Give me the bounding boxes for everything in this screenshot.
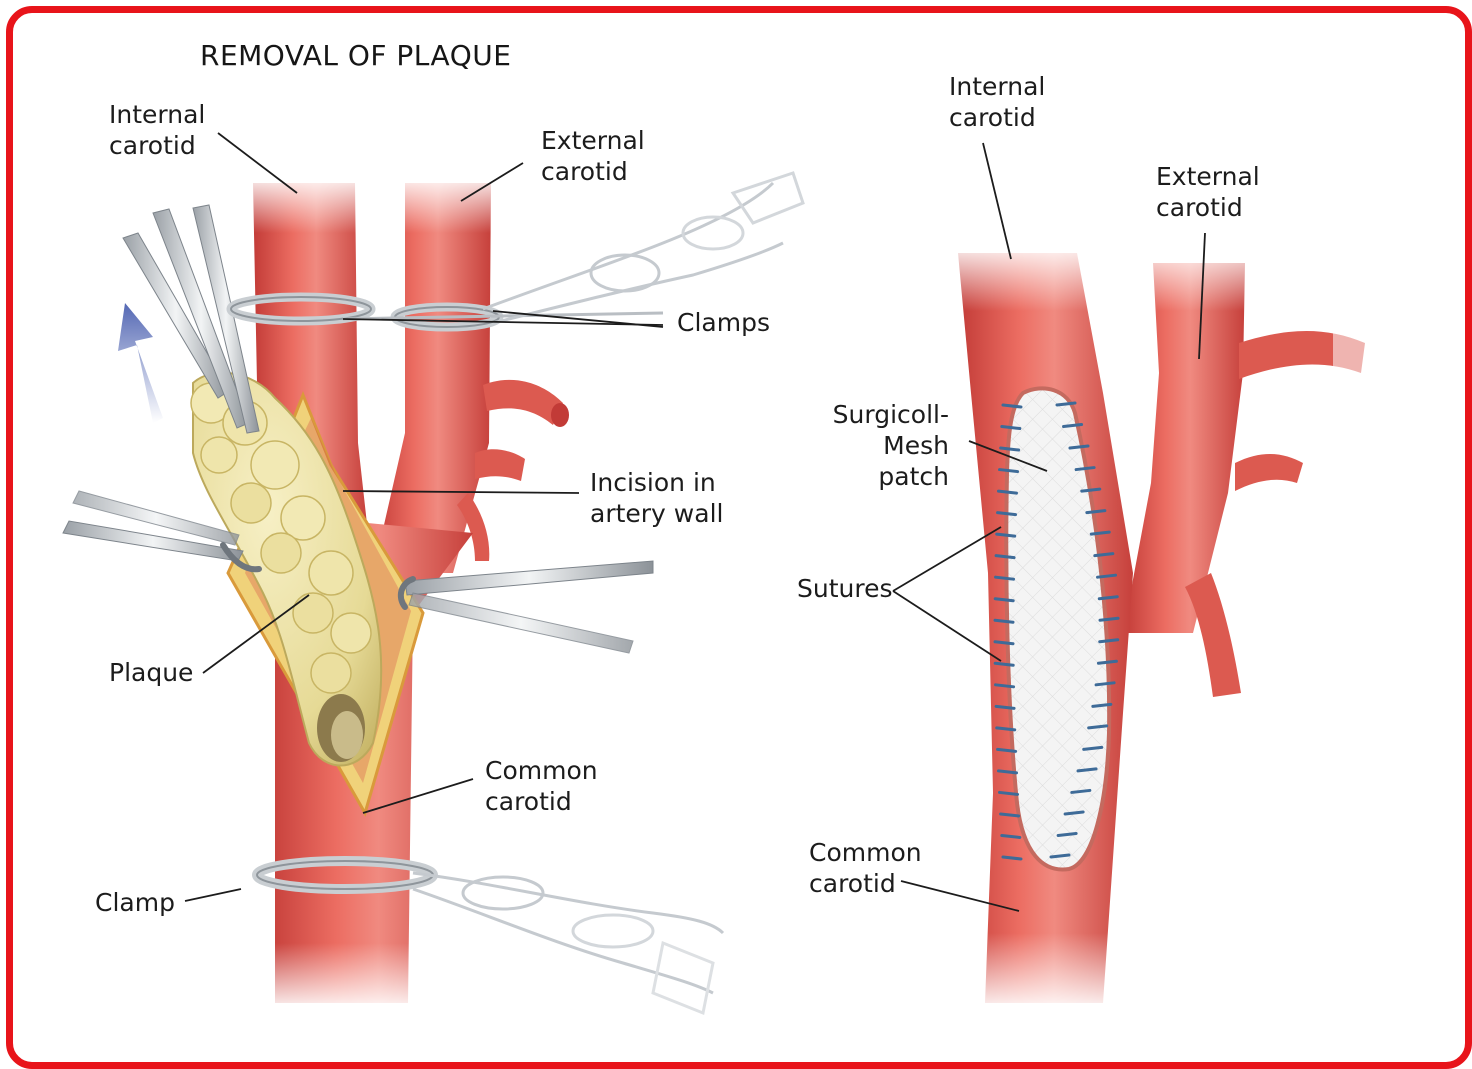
label-sutures: Sutures bbox=[797, 574, 893, 603]
suture-stitch bbox=[1089, 530, 1111, 536]
label-clamp: Clamp bbox=[95, 888, 175, 917]
page-title: REMOVAL OF PLAQUE bbox=[200, 39, 512, 72]
suture-stitch bbox=[1085, 509, 1107, 515]
suture-stitch bbox=[1049, 853, 1071, 859]
suture-stitch bbox=[1000, 425, 1022, 431]
artwork bbox=[62, 132, 1393, 1016]
suture-stitch bbox=[1098, 638, 1120, 644]
suture-stitch bbox=[996, 511, 1018, 517]
right-external-branch-lower bbox=[1185, 573, 1241, 697]
right-illustration bbox=[892, 142, 1393, 1013]
label-plaque: Plaque bbox=[109, 658, 194, 687]
suture-stitch bbox=[993, 661, 1015, 667]
suture-stitch bbox=[1001, 403, 1023, 409]
suture-stitch bbox=[1087, 724, 1109, 730]
suture-stitch bbox=[1096, 573, 1118, 579]
suture-stitch bbox=[994, 704, 1016, 710]
suture-stitch bbox=[1094, 681, 1116, 687]
illustration-frame: REMOVAL OF PLAQUE Internal carotid Exter… bbox=[6, 6, 1472, 1069]
suture-stitch bbox=[996, 489, 1018, 495]
label-right-common-carotid: Common carotid bbox=[809, 838, 922, 898]
retractor-left bbox=[62, 490, 262, 573]
right-external-carotid-vessel bbox=[1123, 263, 1245, 633]
suture-stitch bbox=[996, 769, 1018, 775]
suture-stitch bbox=[994, 683, 1016, 689]
suture-stitch bbox=[994, 575, 1016, 581]
suture-stitch bbox=[1098, 616, 1120, 622]
label-left-internal-carotid: Internal carotid bbox=[109, 100, 206, 160]
suture-stitch bbox=[998, 468, 1020, 474]
right-external-branch-middle bbox=[1235, 453, 1303, 491]
suture-stitch bbox=[1074, 466, 1096, 472]
suture-stitch bbox=[1056, 831, 1078, 837]
suture-stitch bbox=[1000, 833, 1022, 839]
label-clamps: Clamps bbox=[677, 308, 770, 337]
suture-stitch bbox=[1001, 855, 1023, 861]
suture-stitch bbox=[1062, 423, 1084, 429]
label-right-internal-carotid: Internal carotid bbox=[949, 72, 1046, 132]
retractor-right bbox=[397, 560, 654, 654]
suture-stitch bbox=[1096, 659, 1118, 665]
label-right-external-carotid: External carotid bbox=[1156, 162, 1260, 222]
suture-stitch bbox=[1093, 552, 1115, 558]
left-branch-opening bbox=[551, 403, 569, 427]
bottom-clamp bbox=[252, 856, 725, 1016]
suture-stitch bbox=[994, 554, 1016, 560]
suture-stitch bbox=[998, 790, 1020, 796]
suture-stitch bbox=[1080, 487, 1102, 493]
suture-stitch bbox=[1097, 595, 1119, 601]
label-patch: Surgicoll-Mesh patch bbox=[832, 400, 949, 491]
suture-stitch bbox=[999, 446, 1021, 452]
suture-stitch bbox=[1063, 810, 1085, 816]
left-leader-lines bbox=[184, 132, 664, 902]
suture-stitch bbox=[1068, 444, 1090, 450]
suture-stitch bbox=[1091, 702, 1113, 708]
suture-stitch bbox=[999, 812, 1021, 818]
left-external-branch-middle bbox=[475, 449, 525, 481]
suture-stitch bbox=[995, 726, 1017, 732]
right-leader-lines bbox=[892, 142, 1206, 912]
suture-stitch bbox=[1082, 745, 1104, 751]
suture-stitch bbox=[1076, 767, 1098, 773]
suture-stitch bbox=[993, 640, 1015, 646]
suture-stitch bbox=[993, 597, 1015, 603]
extraction-arrow-icon bbox=[118, 303, 163, 423]
label-incision: Incision in artery wall bbox=[590, 468, 724, 528]
suture-stitch bbox=[993, 618, 1015, 624]
left-external-carotid-vessel bbox=[373, 183, 491, 573]
label-left-external-carotid: External carotid bbox=[541, 126, 645, 186]
sutures-group bbox=[993, 401, 1120, 861]
suture-stitch bbox=[1070, 788, 1092, 794]
left-illustration bbox=[62, 132, 805, 1016]
top-clamps bbox=[226, 171, 805, 332]
suture-stitch bbox=[996, 747, 1018, 753]
suture-stitch bbox=[1055, 401, 1077, 407]
label-left-common-carotid: Common carotid bbox=[485, 756, 598, 816]
left-external-branch-upper bbox=[483, 379, 563, 425]
suture-stitch bbox=[995, 532, 1017, 538]
forceps-instrument bbox=[122, 204, 260, 434]
left-external-branch-lower bbox=[457, 493, 490, 561]
